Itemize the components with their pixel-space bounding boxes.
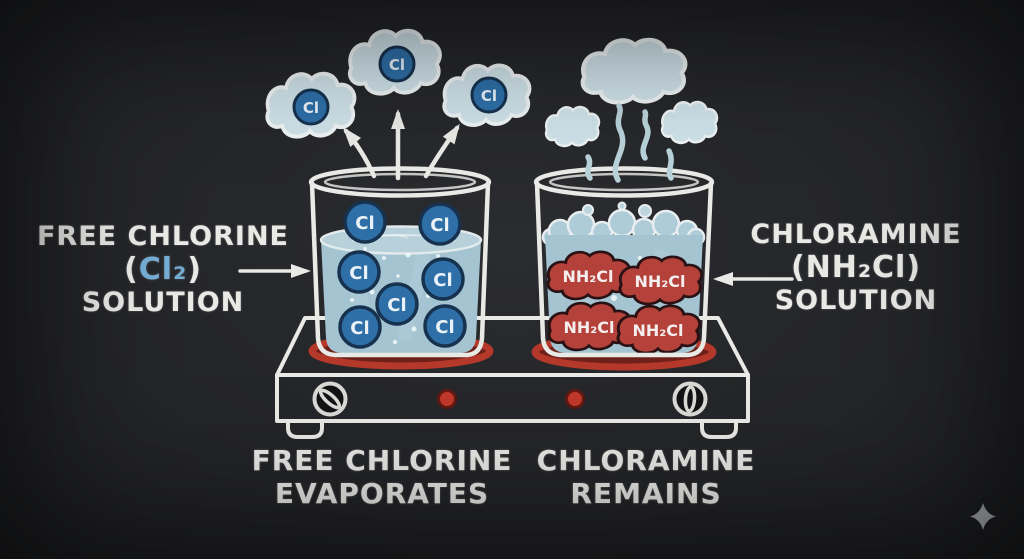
svg-text:Cl: Cl (355, 213, 374, 234)
nh2cl-molecule: NH₂Cl (618, 255, 704, 306)
svg-text:Cl: Cl (350, 318, 369, 339)
svg-text:Cl: Cl (349, 263, 368, 284)
label-line: EVAPORATES (274, 477, 490, 510)
cl-molecule: Cl (337, 250, 381, 294)
svg-text:NH₂Cl: NH₂Cl (563, 318, 614, 337)
nh2cl-molecule: NH₂Cl (547, 301, 633, 352)
label-line: FREE CHLORINE (36, 221, 289, 252)
steam-wisp (585, 154, 593, 181)
svg-text:Cl: Cl (389, 56, 405, 74)
cl2-formula: Cl₂ (138, 252, 188, 287)
temperature-knob-right (672, 381, 708, 417)
svg-text:Cl: Cl (433, 270, 452, 291)
chloramine-remains-label: CHLORAMINE REMAINS (508, 444, 784, 510)
label-line: SOLUTION (774, 285, 938, 316)
nh2cl-formula: (NH₂Cl) (790, 250, 922, 285)
beaker-glass-left (309, 180, 491, 358)
steam (544, 40, 719, 183)
steam-cloud (544, 105, 601, 148)
svg-text:Cl: Cl (387, 295, 406, 316)
free-chlorine-evaporates-label: FREE CHLORINE EVAPORATES (244, 444, 520, 510)
hot-plate-front-panel (275, 373, 750, 423)
cl-molecule: Cl (375, 282, 419, 326)
cl-molecule: Cl (338, 305, 382, 349)
vapor-cloud: Cl (265, 71, 357, 139)
svg-text:Cl: Cl (430, 215, 449, 236)
nh2cl-molecule: NH₂Cl (616, 304, 702, 355)
cl-molecule: Cl (418, 202, 462, 246)
sparkle-icon (970, 503, 996, 530)
escaping-bubbles (582, 201, 652, 218)
evaporation-arrow (423, 123, 460, 179)
beaker-chloramine: NH₂Cl NH₂Cl NH₂Cl NH₂Cl (533, 166, 715, 358)
cl-molecule: Cl (421, 257, 465, 301)
vapor-cloud: Cl (347, 28, 443, 96)
beaker-glass-right (534, 180, 714, 358)
evaporation-arrow (342, 127, 377, 179)
hot-plate-foot-left (286, 419, 324, 439)
free-chlorine-solution-label: FREE CHLORINE (Cl₂) SOLUTION (22, 220, 304, 319)
temperature-knob-left (312, 381, 348, 417)
svg-text:Cl: Cl (303, 99, 319, 117)
label-line: FREE CHLORINE (251, 444, 513, 477)
vapor-cloud: Cl (442, 63, 532, 127)
beaker-rim-right (533, 166, 715, 198)
nh2cl-molecule: NH₂Cl (546, 250, 632, 301)
evaporation-arrows (342, 109, 460, 181)
steam-wisp (640, 109, 651, 161)
svg-text:NH₂Cl: NH₂Cl (562, 267, 613, 286)
indicator-light-right (565, 389, 585, 409)
indicator-light-left (437, 389, 457, 409)
svg-text:Cl: Cl (481, 87, 497, 105)
svg-text:Cl: Cl (435, 317, 454, 338)
label-line: SOLUTION (81, 287, 245, 318)
steam-wisp (666, 148, 674, 181)
steam-cloud (583, 40, 686, 103)
hot-plate-foot-right (700, 419, 738, 439)
cl-molecule: Cl (423, 304, 467, 348)
label-line: REMAINS (570, 477, 722, 510)
label-line: CHLORAMINE (536, 444, 756, 477)
chlorine-bubbles (350, 247, 440, 345)
cl-molecule: Cl (343, 200, 387, 244)
beaker-free-chlorine: Cl Cl Cl Cl Cl Cl (308, 166, 492, 358)
label-line: CHLORAMINE (750, 219, 962, 250)
steam-cloud (660, 100, 719, 145)
steam-wisp (612, 103, 626, 183)
svg-text:NH₂Cl: NH₂Cl (632, 321, 683, 340)
label-formula-line: (Cl₂) (124, 252, 202, 287)
chloramine-solution-label: CHLORAMINE (NH₂Cl) SOLUTION (712, 218, 1000, 317)
svg-text:NH₂Cl: NH₂Cl (634, 272, 685, 291)
